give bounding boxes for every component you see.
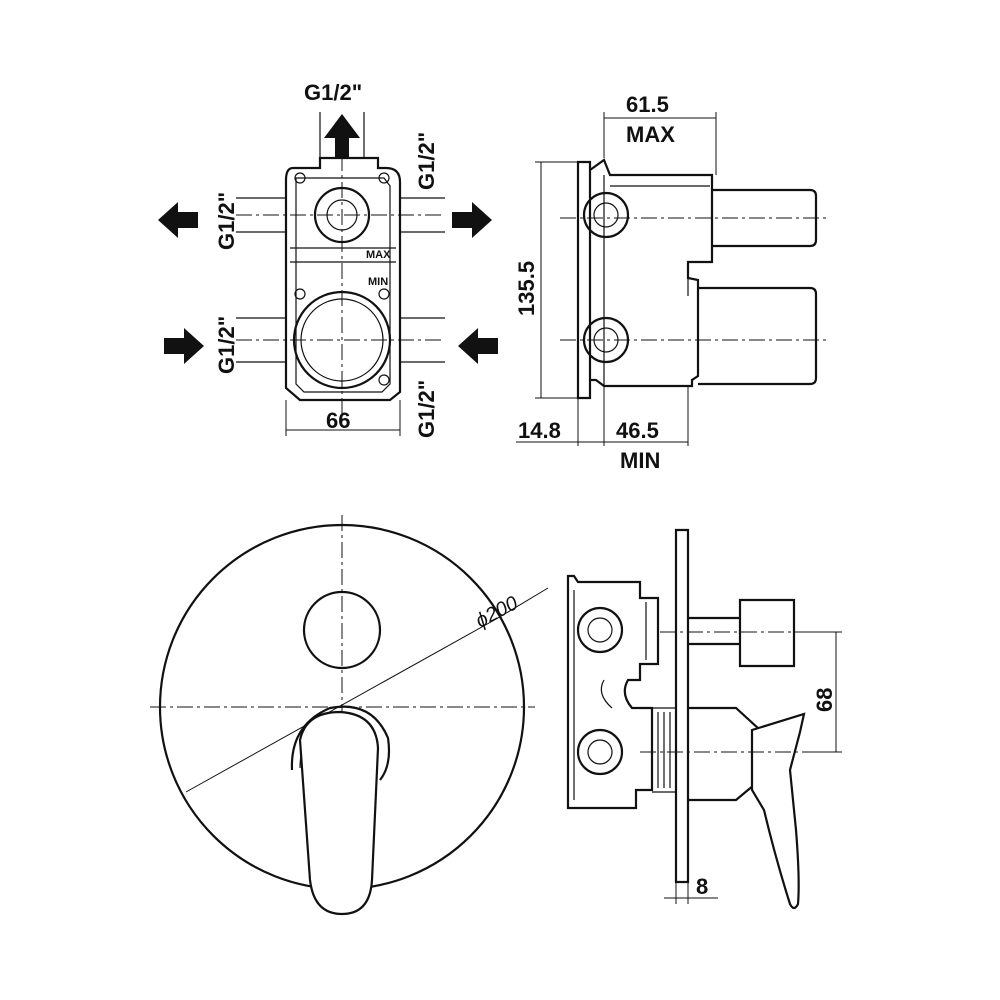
- diameter-leader: [185, 617, 499, 793]
- arrow-right-icon: [164, 328, 204, 364]
- side-upper-port: [582, 191, 630, 239]
- mount-hole: [294, 172, 306, 184]
- depth-max-dimension: 61.5: [626, 92, 669, 117]
- depth-min-dimension: 46.5: [616, 418, 659, 443]
- thread-label-left-bottom: G1/2": [214, 316, 239, 374]
- width-dimension-line: [285, 400, 401, 436]
- cartridge-collar-ribs: [657, 712, 671, 788]
- trim-side-detail: [600, 679, 613, 709]
- lower-stem: [698, 286, 818, 386]
- spacing-dimension: 68: [812, 688, 837, 712]
- valve-front-view: MAX MIN G1/2" G1/2" G1/2" G1/2" G1/2" 66: [158, 80, 498, 438]
- divider-band: [290, 247, 396, 263]
- cover-plate: [674, 528, 690, 884]
- width-dimension: 66: [326, 408, 350, 433]
- valve-body-inner: [295, 177, 391, 393]
- right-pipe-upper: [400, 197, 445, 233]
- thread-label-right-top: G1/2": [414, 132, 439, 190]
- side-body-outline: [589, 158, 714, 388]
- trim-lower-port: [576, 728, 624, 776]
- left-pipe-upper: [236, 197, 286, 233]
- trim-front-view: ϕ200: [150, 515, 549, 916]
- lever-handle: [298, 710, 380, 916]
- valve-body-outline: [284, 156, 402, 402]
- lever-hub: [290, 705, 391, 781]
- mount-hole: [378, 374, 390, 386]
- mount-hole: [378, 288, 390, 300]
- valve-side-view: 61.5 MAX 135.5 14.8 46.5 MIN: [514, 92, 830, 473]
- side-body-detail: [603, 175, 710, 386]
- height-dimension-line: [535, 161, 578, 399]
- arrow-up-icon: [324, 114, 360, 158]
- diverter-knob: [738, 598, 796, 668]
- trim-upper-port-inner: [587, 617, 613, 643]
- left-pipe-lower: [236, 317, 286, 363]
- arrow-left-icon: [158, 202, 198, 238]
- trim-side-detail: [573, 590, 647, 800]
- depth-max-label: MAX: [626, 122, 675, 147]
- mount-hole: [378, 172, 390, 184]
- mount-hole: [294, 288, 306, 300]
- max-marker: MAX: [366, 249, 391, 261]
- lever-base: [688, 706, 762, 802]
- diverter-stem: [688, 616, 740, 646]
- trim-upper-port: [576, 606, 624, 654]
- right-pipe-lower: [400, 317, 445, 363]
- thread-label-right-bottom: G1/2": [414, 380, 439, 438]
- depth-min-label: MIN: [620, 448, 660, 473]
- min-marker: MIN: [368, 276, 388, 288]
- depth-max-line: [603, 112, 717, 175]
- thread-label-left-top: G1/2": [214, 192, 239, 250]
- offset-dimension: 14.8: [518, 418, 561, 443]
- trim-lower-port-inner: [587, 739, 613, 765]
- height-dimension: 135.5: [514, 261, 539, 316]
- plate-thickness-dimension: 8: [696, 874, 708, 899]
- trim-diameter: ϕ200: [472, 592, 522, 632]
- arrow-right-icon: [452, 202, 492, 238]
- trim-side-view: 68 8: [566, 528, 842, 910]
- arrow-left-icon: [458, 328, 498, 364]
- back-plate: [576, 160, 592, 400]
- cartridge-collar: [652, 707, 677, 793]
- depth-min-line: [516, 386, 689, 446]
- diameter-leader-ext: [497, 587, 549, 619]
- top-pipe-stub: [319, 112, 365, 158]
- thickness-dimension-line: [664, 882, 718, 904]
- spacing-dimension-line: [800, 631, 842, 753]
- lever-side-handle: [750, 712, 806, 910]
- side-upper-port-inner: [593, 202, 619, 228]
- thread-label-top: G1/2": [304, 80, 362, 105]
- trim-side-body: [566, 574, 660, 810]
